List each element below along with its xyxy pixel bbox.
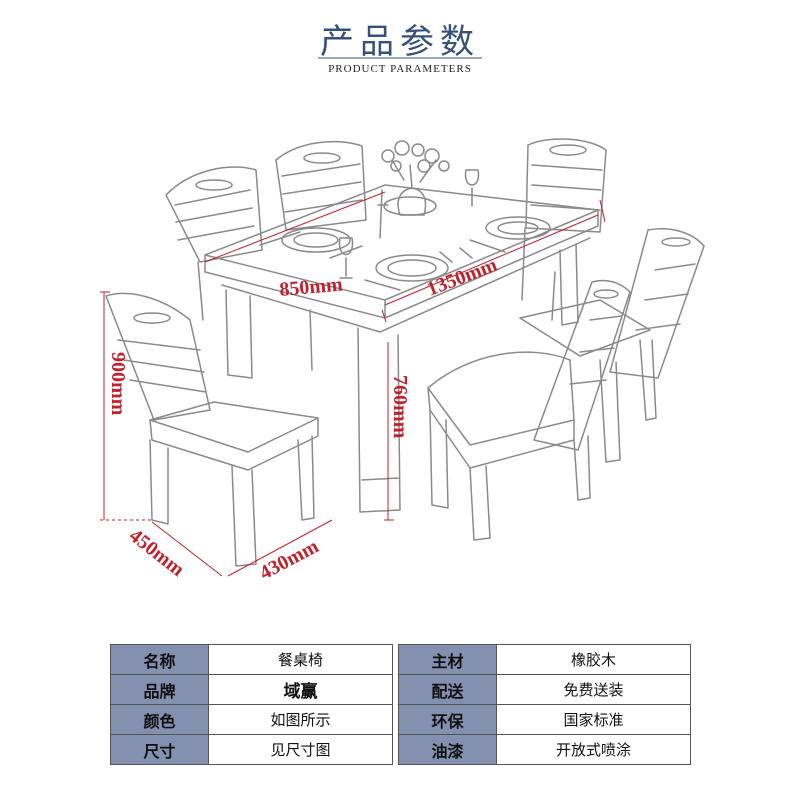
spec-value: 开放式喷涂 [496, 734, 691, 765]
dimension-table-height: 760mm [389, 375, 411, 439]
spec-gap [392, 644, 399, 675]
dimension-table-length: 1350mm [424, 254, 501, 301]
page-subtitle: PRODUCT PARAMETERS [328, 63, 472, 75]
spec-key: 配送 [398, 674, 497, 705]
title-underline [318, 57, 482, 59]
spec-value: 免费送装 [496, 674, 691, 705]
chair-back-middle [275, 140, 367, 231]
dimension-chair-depth: 450mm [125, 525, 189, 582]
spec-value: 橡胶木 [496, 644, 691, 675]
spec-row: 名称 餐桌椅 主材 橡胶木 [110, 644, 691, 675]
spec-value: 国家标准 [496, 704, 691, 735]
spec-row: 尺寸 见尺寸图 油漆 开放式喷涂 [110, 734, 691, 765]
spec-gap [392, 734, 399, 765]
spec-key: 颜色 [110, 704, 209, 735]
spec-value: 餐桌椅 [208, 644, 393, 675]
spec-value: 见尺寸图 [208, 734, 393, 765]
spec-key: 环保 [398, 704, 497, 735]
dining-set-sketch: 850mm 1350mm 760mm 900mm 450mm 430mm [100, 138, 705, 584]
spec-value-brand: 域赢 [208, 674, 393, 705]
table [204, 140, 599, 513]
spec-key: 名称 [110, 644, 209, 675]
spec-key: 品牌 [110, 674, 209, 705]
spec-value: 如图所示 [208, 704, 393, 735]
chair-front-right-1 [519, 228, 705, 463]
chair-front-right-2 [427, 279, 631, 541]
spec-table: 名称 餐桌椅 主材 橡胶木 品牌 域赢 配送 免费送装 颜色 如图所示 环保 国… [110, 644, 691, 765]
spec-row: 颜色 如图所示 环保 国家标准 [110, 704, 691, 735]
dimension-lines [100, 191, 606, 577]
page-title: 产品参数 [320, 22, 480, 62]
chair-back-left [165, 166, 263, 321]
chair-back-right [521, 138, 607, 321]
spec-key: 主材 [398, 644, 497, 675]
chair-front-left [105, 292, 319, 567]
spec-row: 品牌 域赢 配送 免费送装 [110, 674, 691, 705]
spec-gap [392, 704, 399, 735]
dimension-chair-height: 900mm [107, 352, 129, 416]
page-header: 产品参数 PRODUCT PARAMETERS [0, 0, 800, 90]
spec-key: 油漆 [398, 734, 497, 765]
spec-key: 尺寸 [110, 734, 209, 765]
dimension-table-width: 850mm [279, 274, 344, 301]
spec-gap [392, 674, 399, 705]
